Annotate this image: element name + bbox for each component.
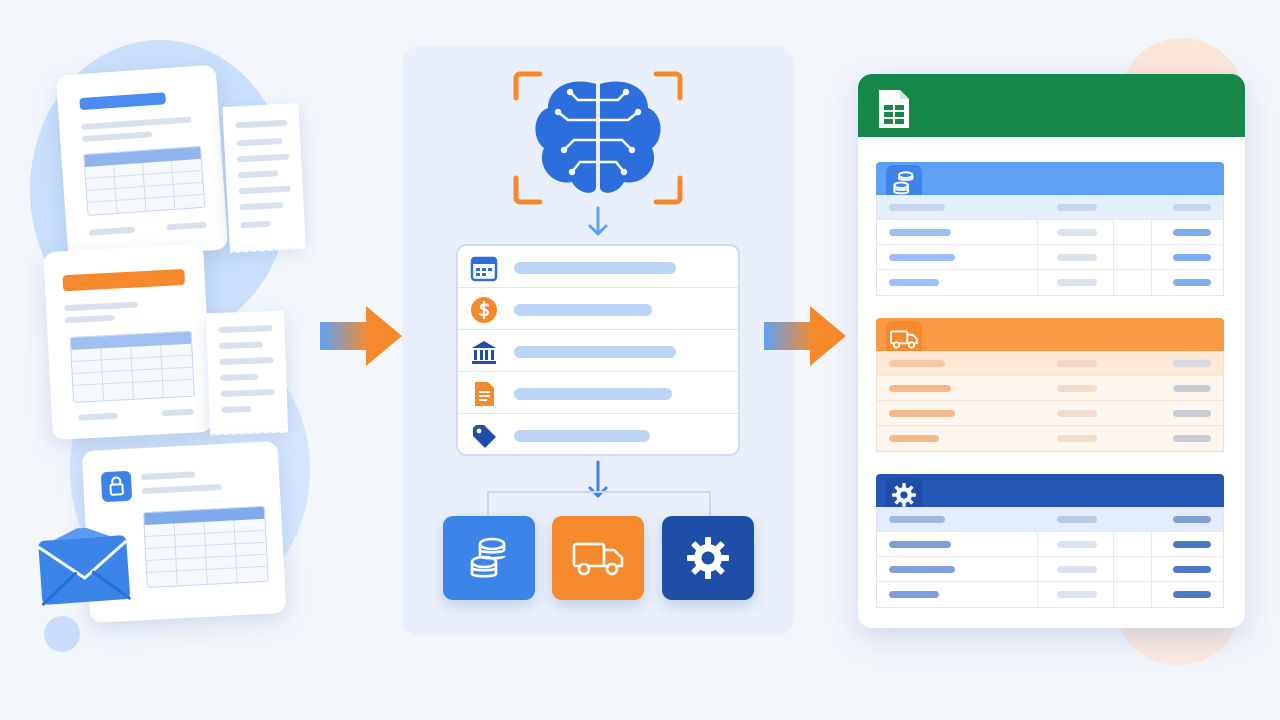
invoice-doc-blue	[55, 64, 229, 261]
table-row	[877, 426, 1223, 451]
field-row-amount	[458, 288, 738, 330]
spreadsheet-icon	[879, 90, 909, 128]
gear-icon	[687, 537, 729, 579]
branch-connector	[487, 491, 711, 516]
sheet-section-operations	[876, 474, 1224, 608]
section-header	[876, 474, 1224, 507]
field-value-bar	[514, 304, 652, 316]
sheet-section-finance	[876, 162, 1224, 296]
arrow-down-icon	[588, 206, 608, 236]
field-row-date	[458, 246, 738, 288]
table-row	[877, 376, 1223, 401]
invoice-title-bar	[79, 92, 166, 111]
arrow-right-icon	[320, 306, 402, 366]
section-table	[876, 195, 1224, 296]
form-doc	[81, 440, 287, 624]
section-header	[876, 318, 1224, 351]
field-row-vendor	[458, 330, 738, 372]
table-row	[877, 220, 1223, 245]
bg-dot	[44, 616, 80, 652]
coins-icon	[470, 537, 506, 578]
table-row	[877, 351, 1223, 376]
table-row	[877, 401, 1223, 426]
document-icon	[475, 382, 494, 406]
bank-icon	[472, 341, 496, 364]
category-shipping-button[interactable]	[552, 516, 644, 600]
tag-icon	[473, 425, 496, 448]
invoice-table	[69, 330, 195, 403]
brain-icon	[513, 71, 683, 205]
field-value-bar	[514, 388, 672, 400]
calendar-icon	[470, 256, 498, 282]
sheet-section-shipping	[876, 318, 1224, 452]
table-row	[877, 270, 1223, 295]
truck-icon	[572, 542, 624, 576]
section-table	[876, 507, 1224, 608]
dollar-icon	[471, 297, 497, 323]
category-operations-button[interactable]	[662, 516, 754, 600]
table-row	[877, 532, 1223, 557]
field-row-category	[458, 414, 738, 454]
section-table	[876, 351, 1224, 452]
invoice-doc-orange	[43, 243, 213, 441]
category-finance-button[interactable]	[443, 516, 535, 600]
section-header	[876, 162, 1224, 195]
field-value-bar	[514, 262, 676, 274]
spreadsheet-header	[858, 74, 1245, 137]
form-table	[142, 505, 269, 589]
field-value-bar	[514, 346, 676, 358]
extracted-fields-list	[456, 244, 740, 456]
invoice-title-bar	[62, 268, 186, 292]
email-icon	[35, 525, 132, 609]
arrow-right-icon	[764, 306, 846, 366]
receipt-1	[222, 103, 306, 247]
lock-icon	[100, 470, 133, 503]
table-row	[877, 557, 1223, 582]
receipt-2	[205, 310, 289, 430]
table-row	[877, 195, 1223, 220]
table-row	[877, 507, 1223, 532]
arrow-down-icon	[588, 460, 608, 498]
table-row	[877, 582, 1223, 607]
field-row-document	[458, 372, 738, 414]
table-row	[877, 245, 1223, 270]
spreadsheet-window	[858, 74, 1245, 628]
invoice-table	[83, 145, 206, 216]
field-value-bar	[514, 430, 650, 442]
